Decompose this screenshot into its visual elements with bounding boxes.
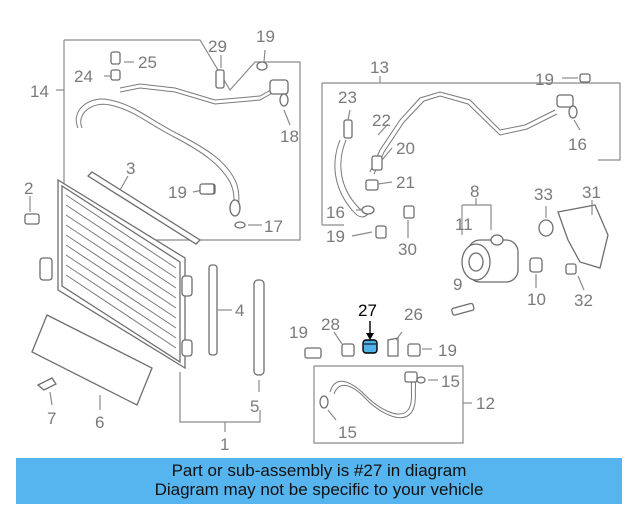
callout-17: 17 xyxy=(264,217,283,236)
callout-19c: 19 xyxy=(535,70,554,89)
compressor-assembly xyxy=(451,198,554,316)
callout-19d: 19 xyxy=(326,227,345,246)
callout-25: 25 xyxy=(138,53,157,72)
group-13-hoses xyxy=(321,73,621,239)
callout-32: 32 xyxy=(574,291,593,310)
callout-16a: 16 xyxy=(326,203,345,222)
middle-fittings xyxy=(304,331,432,359)
callout-27: 27 xyxy=(358,301,377,320)
callout-19a: 19 xyxy=(256,27,275,46)
callout-14: 14 xyxy=(30,82,49,101)
callout-19b: 19 xyxy=(168,183,187,202)
callout-19f: 19 xyxy=(438,341,457,360)
callout-20: 20 xyxy=(396,139,415,158)
callout-28: 28 xyxy=(321,315,340,334)
part-info-banner: Part or sub-assembly is #27 in diagram D… xyxy=(16,458,622,504)
callout-16b: 16 xyxy=(568,135,587,154)
callout-2: 2 xyxy=(24,179,33,198)
callout-7: 7 xyxy=(47,409,56,428)
drier-assembly xyxy=(179,264,265,432)
callout-9: 9 xyxy=(453,275,462,294)
callout-12: 12 xyxy=(476,394,495,413)
part-27-highlighted xyxy=(362,321,378,354)
condenser-assembly xyxy=(24,171,215,410)
callout-18: 18 xyxy=(280,127,299,146)
callout-10: 10 xyxy=(527,290,546,309)
banner-line-1: Part or sub-assembly is #27 in diagram xyxy=(171,461,467,480)
callout-3: 3 xyxy=(126,159,135,178)
callout-15a: 15 xyxy=(441,372,460,391)
callout-31: 31 xyxy=(582,183,601,202)
heat-shield-assembly xyxy=(557,200,609,291)
callout-19e: 19 xyxy=(289,323,308,342)
callout-8: 8 xyxy=(470,182,479,201)
callout-33: 33 xyxy=(534,185,553,204)
callout-21: 21 xyxy=(396,173,415,192)
callout-4: 4 xyxy=(235,301,244,320)
callout-15b: 15 xyxy=(338,423,357,442)
callout-6: 6 xyxy=(95,413,104,432)
callout-26: 26 xyxy=(404,305,423,324)
callout-1: 1 xyxy=(220,435,229,454)
callout-23: 23 xyxy=(338,88,357,107)
callout-5: 5 xyxy=(250,397,259,416)
group-12-hose xyxy=(313,365,472,444)
callout-22: 22 xyxy=(372,111,391,130)
callout-30: 30 xyxy=(398,240,417,259)
callout-29: 29 xyxy=(208,37,227,56)
callout-11: 11 xyxy=(455,215,473,234)
callout-24: 24 xyxy=(74,67,93,86)
banner-line-2: Diagram may not be specific to your vehi… xyxy=(154,480,484,499)
callout-13: 13 xyxy=(370,58,389,77)
